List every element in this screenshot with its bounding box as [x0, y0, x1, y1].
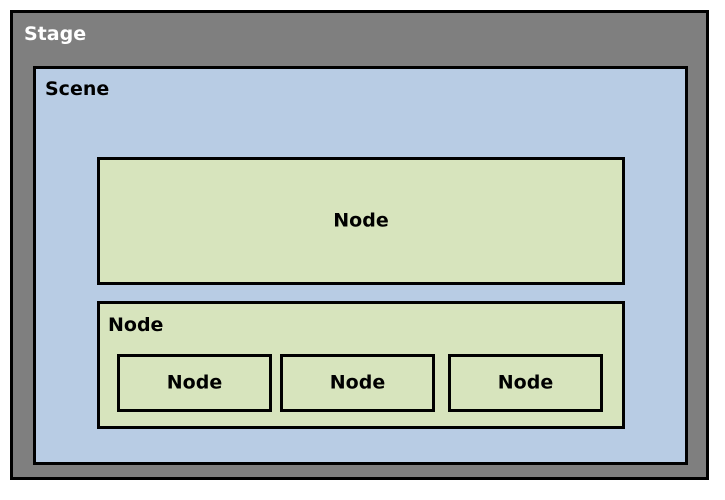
node-child-label-2: Node — [329, 371, 386, 394]
stage-label: Stage — [24, 23, 87, 45]
node-box-top: Node — [97, 157, 625, 285]
node-child-label-1: Node — [166, 371, 223, 394]
node-group-label: Node — [108, 314, 164, 336]
node-box-group: Node Node Node Node — [97, 301, 625, 429]
scene-box: Scene Node Node Node Node Node — [33, 66, 688, 465]
node-child-box-3: Node — [448, 354, 603, 412]
node-child-box-1: Node — [117, 354, 272, 412]
stage-box: Stage Scene Node Node Node Node Node — [10, 10, 709, 480]
scene-label: Scene — [45, 78, 110, 100]
node-child-label-3: Node — [497, 371, 554, 394]
node-child-box-2: Node — [280, 354, 435, 412]
node-top-label: Node — [333, 209, 389, 232]
